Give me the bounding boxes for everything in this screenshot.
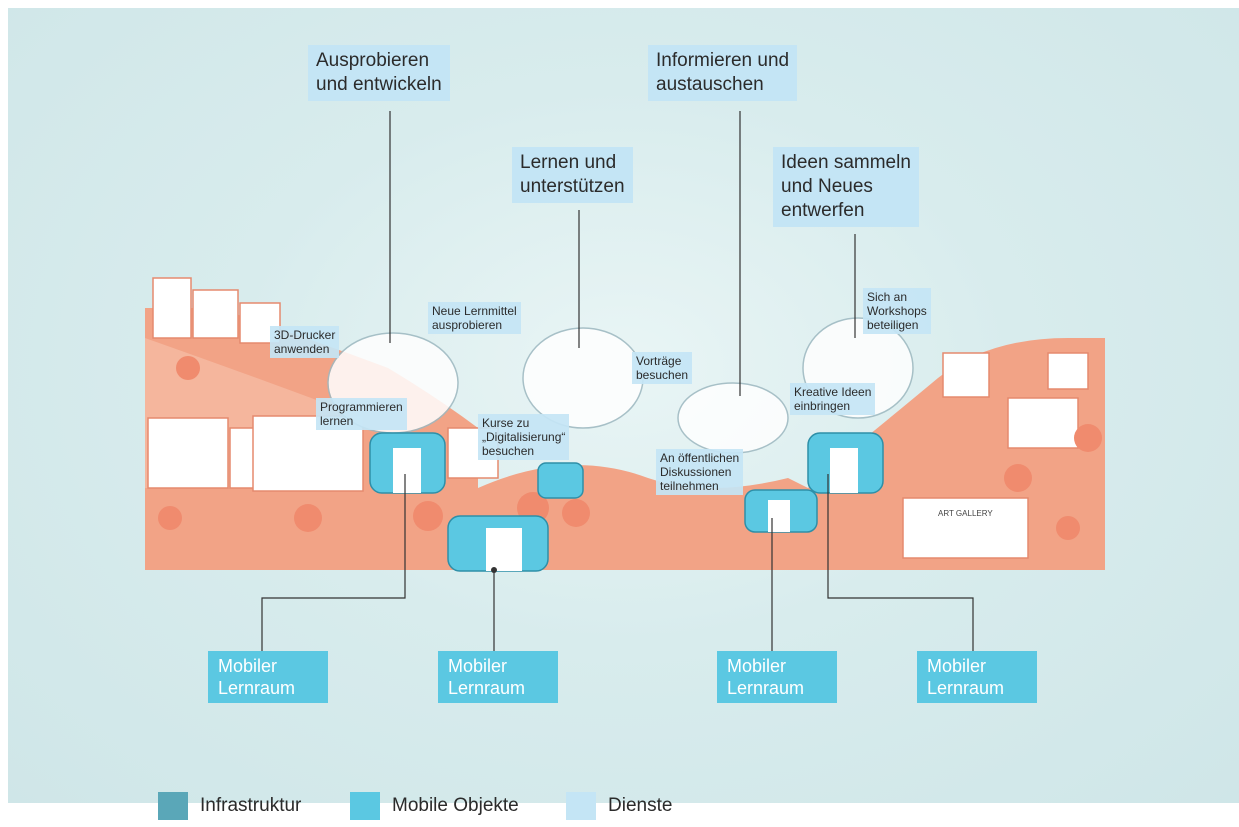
- service-label-3d-drucker: 3D-Drucker anwenden: [270, 326, 340, 358]
- mobile-room-doors: [393, 448, 858, 571]
- service-label-programmieren: Programmieren lernen: [316, 398, 407, 430]
- service-label-kreative-ideen: Kreative Ideen einbringen: [790, 383, 876, 415]
- legend-infrastruktur: Infrastruktur: [158, 792, 301, 820]
- mobile-room-box-1: Mobiler Lernraum: [208, 651, 328, 703]
- service-label-kurse: Kurse zu „Digitalisierung“ besuchen: [478, 414, 570, 460]
- mobile-room-box-4: Mobiler Lernraum: [917, 651, 1037, 703]
- city-illustration: ART GALLERY: [145, 111, 1105, 653]
- legend-swatch-dienste: [566, 792, 596, 820]
- service-box-informieren: Informieren und austauschen: [648, 45, 798, 101]
- service-connectors: [389, 111, 856, 396]
- legend-dienste: Dienste: [566, 792, 672, 820]
- right-buildings: [902, 352, 1089, 559]
- legend-label-dienste: Dienste: [608, 795, 673, 816]
- mobile-connectors: [261, 474, 974, 653]
- connector-dot: [491, 567, 497, 573]
- service-box-ideen: Ideen sammeln und Neues entwerfen: [773, 147, 919, 227]
- service-label-lernmittel: Neue Lernmittel ausprobieren: [428, 302, 521, 334]
- service-label-diskussionen: An öffentlichen Diskussionen teilnehmen: [656, 449, 744, 495]
- service-label-workshops: Sich an Workshops beteiligen: [863, 288, 931, 334]
- mobile-room-box-2: Mobiler Lernraum: [438, 651, 558, 703]
- mobile-room-box-3: Mobiler Lernraum: [717, 651, 837, 703]
- service-box-lernen: Lernen und unterstützen: [512, 147, 633, 203]
- legend-label-infrastruktur: Infrastruktur: [200, 795, 302, 816]
- legend-swatch-mobile-objekte: [350, 792, 380, 820]
- service-box-ausprobieren: Ausprobieren und entwickeln: [308, 45, 450, 101]
- legend-mobile-objekte: Mobile Objekte: [350, 792, 519, 820]
- middle-hill: [478, 465, 808, 488]
- art-gallery-sign: ART GALLERY: [938, 509, 993, 518]
- legend-label-mobile-objekte: Mobile Objekte: [392, 795, 519, 816]
- legend-swatch-infrastruktur: [158, 792, 188, 820]
- left-buildings: [147, 277, 499, 492]
- illustration-panel: ART GALLERY: [8, 8, 1239, 803]
- service-label-vortraege: Vorträge besuchen: [632, 352, 693, 384]
